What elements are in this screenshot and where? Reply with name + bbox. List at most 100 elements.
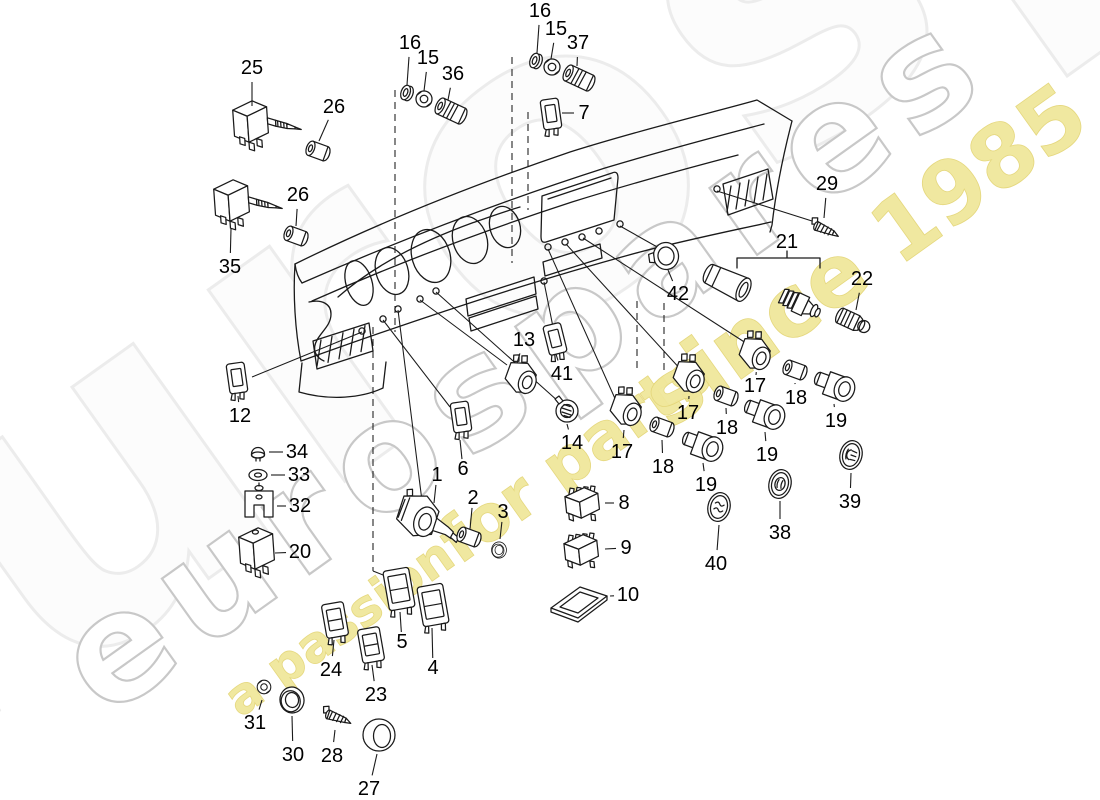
- dashboard-outline: [547, 177, 612, 200]
- part-29-glyph: [811, 217, 839, 238]
- leader-9: [604, 547, 617, 550]
- callout-38: 38: [769, 522, 791, 544]
- leader-12: [237, 395, 240, 403]
- part-2-glyph: [456, 526, 482, 548]
- leader-26: [295, 208, 298, 227]
- dashboard-outline: [722, 168, 774, 216]
- mounting-hole: [578, 233, 586, 241]
- leader-42: [667, 269, 674, 282]
- leader-2: [469, 507, 473, 530]
- leader-22: [855, 292, 860, 311]
- dashboard-outline: [540, 171, 619, 243]
- callout-32: 32: [289, 495, 311, 517]
- part-25-glyph: [232, 100, 302, 152]
- callout-19: 19: [695, 474, 717, 496]
- leader-16: [536, 24, 540, 54]
- part-19-glyph: [743, 399, 786, 430]
- callout-40: 40: [705, 553, 727, 575]
- part-21-glyph: [777, 288, 821, 318]
- part-37-glyph: [562, 64, 596, 92]
- vent-hatch: [338, 332, 344, 360]
- part-17-glyph: [609, 386, 642, 427]
- vent-hatch: [762, 173, 768, 201]
- leader-28: [333, 729, 336, 743]
- part-5-glyph: [382, 566, 416, 618]
- callout-31: 31: [244, 712, 266, 734]
- callout-18: 18: [785, 387, 807, 409]
- leader-24: [331, 639, 335, 657]
- leader-30: [291, 715, 294, 742]
- mounting-hole: [561, 238, 569, 246]
- part-4-glyph: [416, 582, 450, 634]
- vent-hatch: [349, 328, 355, 356]
- part-6-glyph: [449, 400, 473, 441]
- callout-4: 4: [427, 657, 438, 679]
- gauge-opening: [374, 246, 410, 296]
- callout-41: 41: [551, 363, 573, 385]
- callout-labels: 2526161536161537729263521224213411214617…: [219, 0, 873, 800]
- leader-15: [550, 42, 555, 60]
- part-28-glyph: [322, 705, 352, 724]
- leader-40: [716, 524, 720, 551]
- callout-12: 12: [229, 405, 251, 427]
- leader-23: [371, 664, 375, 682]
- part-34-glyph: [250, 446, 266, 462]
- part-17-glyph: [738, 330, 771, 371]
- callout-1: 1: [431, 464, 442, 486]
- part-1-glyph: [395, 488, 460, 544]
- part-19-glyph: [681, 431, 724, 462]
- gauge-opening: [410, 228, 452, 284]
- callout-21: 21: [776, 231, 798, 253]
- part-38-glyph: [768, 469, 792, 499]
- part-26-glyph: [305, 140, 331, 162]
- callout-37: 37: [567, 32, 589, 54]
- leader-13: [516, 353, 521, 364]
- callout-8: 8: [618, 492, 629, 514]
- part-10-glyph: [550, 586, 608, 623]
- gauge-opening: [488, 205, 522, 249]
- dashboard-outline: [298, 361, 387, 399]
- leader-29: [823, 197, 827, 219]
- part-14-glyph: [554, 395, 579, 423]
- leader-41: [555, 353, 559, 361]
- part-33-glyph: [248, 468, 268, 482]
- callout-30: 30: [282, 744, 304, 766]
- callout-19: 19: [756, 444, 778, 466]
- part-22-glyph: [834, 307, 871, 334]
- leader-19: [764, 431, 767, 442]
- dashboard-outline: [294, 99, 793, 265]
- vent-hatch: [753, 176, 759, 204]
- reference-line: [582, 237, 750, 346]
- part-40-glyph: [707, 492, 731, 522]
- part-35-glyph: [213, 179, 283, 231]
- mounting-hole: [416, 295, 424, 303]
- callout-17: 17: [611, 441, 633, 463]
- callout-20: 20: [289, 541, 311, 563]
- leader-36: [447, 87, 451, 101]
- dashboard-outline: [542, 243, 603, 277]
- part-23-glyph: [357, 626, 385, 671]
- reference-line: [435, 291, 560, 403]
- part-24-glyph: [321, 601, 349, 646]
- callout-18: 18: [652, 456, 674, 478]
- leader-15: [423, 71, 427, 92]
- reference-line: [716, 190, 813, 222]
- part-12-glyph: [225, 361, 249, 402]
- part-15-glyph: [543, 58, 561, 76]
- leader-14: [566, 423, 569, 430]
- vent-hatch: [316, 339, 322, 367]
- callout-17: 17: [677, 402, 699, 424]
- callout-25: 25: [241, 57, 263, 79]
- leader-6: [459, 439, 463, 460]
- leader-1: [433, 484, 437, 504]
- callout-18: 18: [716, 417, 738, 439]
- dashboard-outline: [293, 263, 302, 362]
- callout-42: 42: [667, 283, 689, 305]
- callout-26: 26: [323, 96, 345, 118]
- mounting-hole: [713, 185, 721, 193]
- part-36-glyph: [434, 97, 468, 125]
- dashboard-outline: [468, 295, 539, 332]
- part-27-glyph: [362, 718, 396, 752]
